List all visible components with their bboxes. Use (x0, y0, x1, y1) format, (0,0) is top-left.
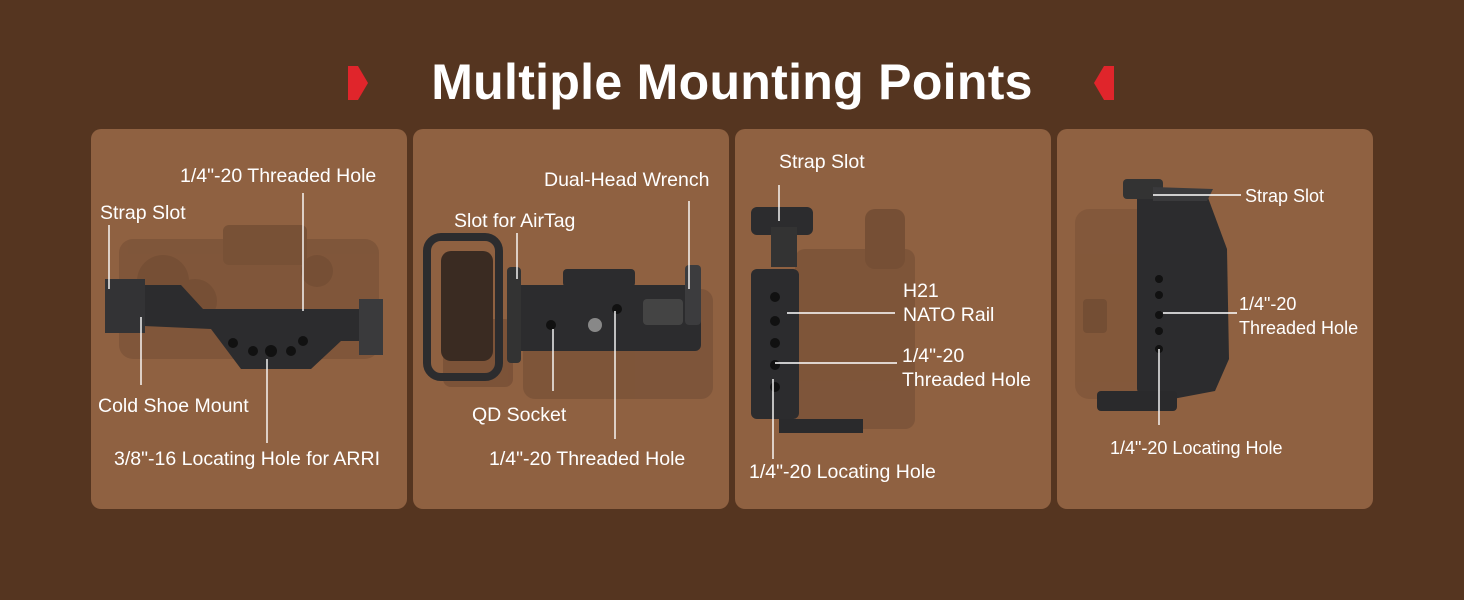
label-threaded-line1: 1/4"-20 (1239, 294, 1297, 314)
label-threaded-hole: 1/4"-20 Threaded Hole (489, 448, 686, 470)
panel-top-view: 1/4"-20 Threaded Hole Strap Slot Cold Sh… (91, 129, 407, 509)
label-qd-socket: QD Socket (472, 404, 567, 426)
label-threaded-hole: 1/4"-20 Threaded Hole (1239, 292, 1358, 340)
label-cold-shoe-mount: Cold Shoe Mount (98, 395, 249, 417)
label-threaded-line1: 1/4"-20 (902, 345, 965, 367)
label-threaded-line2: Threaded Hole (902, 369, 1031, 391)
red-marker-icon-left (348, 66, 368, 100)
label-locating-hole-arri: 3/8"-16 Locating Hole for ARRI (114, 448, 380, 470)
label-threaded-hole: 1/4"-20 Threaded Hole (902, 344, 1031, 392)
label-dual-head-wrench: Dual-Head Wrench (544, 169, 710, 191)
cage-top-view-illustration (105, 193, 383, 443)
label-nato-rail: H21 NATO Rail (903, 279, 994, 327)
panel-left-side-view: Strap Slot H21 NATO Rail 1/4"-20 Threade… (735, 129, 1051, 509)
page-title: Multiple Mounting Points (431, 54, 1033, 110)
panel-right-side-view: Strap Slot 1/4"-20 Threaded Hole 1/4"-20… (1057, 129, 1373, 509)
cage-right-side-illustration (1075, 179, 1241, 425)
label-locating-hole: 1/4"-20 Locating Hole (749, 461, 936, 483)
cage-left-side-illustration (751, 185, 915, 459)
label-airtag-slot: Slot for AirTag (454, 210, 576, 232)
label-strap-slot: Strap Slot (100, 202, 186, 224)
label-strap-slot: Strap Slot (1245, 186, 1325, 206)
label-threaded-line2: Threaded Hole (1239, 318, 1359, 338)
label-nato-line1: H21 (903, 280, 939, 302)
label-strap-slot: Strap Slot (779, 151, 865, 173)
label-locating-hole: 1/4"-20 Locating Hole (1110, 438, 1283, 458)
cage-bottom-view-illustration (423, 201, 713, 439)
red-marker-icon-right (1094, 66, 1114, 100)
panel-bottom-view: Dual-Head Wrench Slot for AirTag QD Sock… (413, 129, 729, 509)
label-nato-line2: NATO Rail (903, 304, 995, 326)
label-threaded-hole: 1/4"-20 Threaded Hole (180, 165, 377, 187)
